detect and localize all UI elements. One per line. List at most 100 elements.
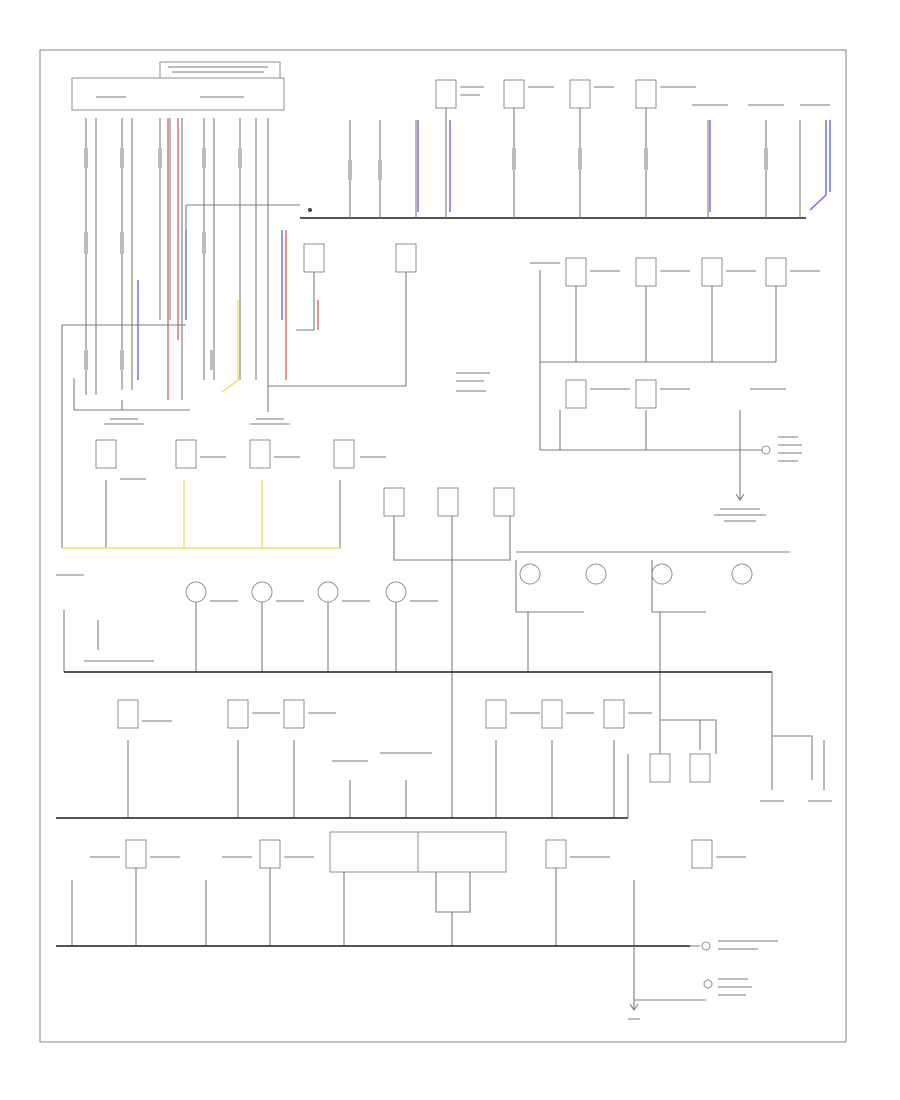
right-ground-ring <box>761 445 771 455</box>
lower-component-row <box>56 690 832 819</box>
right-lower-bus <box>539 362 741 500</box>
fuse-box-label-left <box>96 96 126 98</box>
bottom-comp-2 <box>259 839 281 869</box>
right-comp-1 <box>565 257 587 287</box>
center-switch-3 <box>493 487 515 517</box>
mid-switch-2 <box>175 439 197 469</box>
bottom-bus-tail <box>633 945 706 1010</box>
right-ring-label-3 <box>778 452 802 454</box>
fuse-box-header-text <box>168 66 268 68</box>
lower-comp-4 <box>485 699 507 729</box>
fuse-box-header-text-2 <box>172 71 264 73</box>
right-ground-label-2 <box>714 514 766 516</box>
lower-comp-1 <box>117 699 139 729</box>
mid-switch-1 <box>95 439 117 469</box>
fuse-box-block <box>61 61 319 548</box>
lamp-1 <box>185 581 207 603</box>
center-switch-trio <box>383 487 515 818</box>
ground-label-left-2 <box>104 423 144 425</box>
bottom-comp-4 <box>691 839 713 869</box>
bottom-ground-ring-2 <box>703 979 713 989</box>
lamp-2 <box>251 581 273 603</box>
ground-label-left <box>110 418 138 420</box>
lamp-drops <box>63 602 661 690</box>
lower-ground-label-2 <box>808 800 832 802</box>
lamp-5 <box>519 563 541 585</box>
switch-box-1 <box>303 243 325 273</box>
bottom-connector-right <box>417 831 507 873</box>
lamp-bracket-left <box>515 560 706 613</box>
ground-label-right-2 <box>250 423 290 425</box>
lower-ground-drops <box>771 736 825 790</box>
bottom-ring-label-4 <box>718 986 752 988</box>
right-comp-4 <box>765 257 787 287</box>
ground-label-right <box>256 418 284 420</box>
fuse-wire-ticks <box>84 148 242 370</box>
lamp-row <box>63 560 773 736</box>
blue-feed-wire <box>137 230 187 380</box>
lower-comp-8 <box>689 753 711 783</box>
lower-ground-label-1 <box>760 800 784 802</box>
lower-comp-2 <box>227 699 249 729</box>
lower-comp-3 <box>283 699 305 729</box>
bottom-ring-label-5 <box>718 994 746 996</box>
right-ground-label-1 <box>720 508 760 510</box>
switch-box-2 <box>395 243 417 273</box>
switch-box-1-drop <box>296 272 315 331</box>
lower-comp-5 <box>541 699 563 729</box>
right-comp-2 <box>635 257 657 287</box>
diagram-frame <box>39 49 847 1043</box>
bottom-ring-label-3 <box>718 978 748 980</box>
component-4 <box>635 79 657 109</box>
bottom-connector-left <box>329 831 419 873</box>
component-2 <box>503 79 525 109</box>
fuse-return-bracket <box>61 204 300 548</box>
lower-comp-drops <box>127 740 615 818</box>
center-note-line-3 <box>456 390 486 392</box>
center-switch-2 <box>437 487 459 517</box>
lower-right-bracket <box>627 690 813 818</box>
red-branch-wire <box>285 230 319 380</box>
mid-switch-4 <box>333 439 355 469</box>
center-note-line-1 <box>456 372 490 374</box>
right-comp-5 <box>565 379 587 409</box>
right-ring-label-1 <box>778 436 798 438</box>
lamp-row-note <box>84 660 154 662</box>
fuse-box-header <box>159 61 281 79</box>
mid-switch-drops <box>105 480 341 548</box>
right-ground-label-3 <box>724 520 756 522</box>
center-note-line-2 <box>456 380 484 382</box>
connector-label-1 <box>332 760 368 762</box>
lamp-3 <box>317 581 339 603</box>
center-switch-1 <box>383 487 405 517</box>
red-feed-wire <box>167 118 179 400</box>
lamp-4 <box>385 581 407 603</box>
upper-blue-wires <box>417 120 831 212</box>
mid-switch-3 <box>249 439 271 469</box>
component-3 <box>569 79 591 109</box>
bottom-ring-label-1 <box>718 940 778 942</box>
right-comp-3 <box>701 257 723 287</box>
fuse-box-outline <box>71 77 285 111</box>
bottom-ground-ring-1 <box>701 941 711 951</box>
upper-ground-bus <box>300 79 831 219</box>
yellow-feed-wire <box>221 300 239 393</box>
component-1 <box>435 79 457 109</box>
right-ring-label-4 <box>778 460 798 462</box>
switch-box-2-drop <box>268 272 407 387</box>
bottom-ground-label <box>628 1018 640 1020</box>
right-ring-label-2 <box>778 444 802 446</box>
bottom-ground-bus <box>56 831 778 1020</box>
bottom-ground-arrow <box>629 1003 639 1011</box>
right-ground-arrow <box>735 493 745 501</box>
right-comp-6 <box>635 379 657 409</box>
lamp-6 <box>585 563 607 585</box>
fuse-box-label-right <box>200 96 244 98</box>
upper-wire-ticks <box>348 148 768 180</box>
middle-switch-row <box>62 439 355 549</box>
bottom-comp-1 <box>125 839 147 869</box>
middle-left-switches <box>268 243 417 387</box>
bottom-ring-label-2 <box>718 948 758 950</box>
bottom-comp-3 <box>545 839 567 869</box>
